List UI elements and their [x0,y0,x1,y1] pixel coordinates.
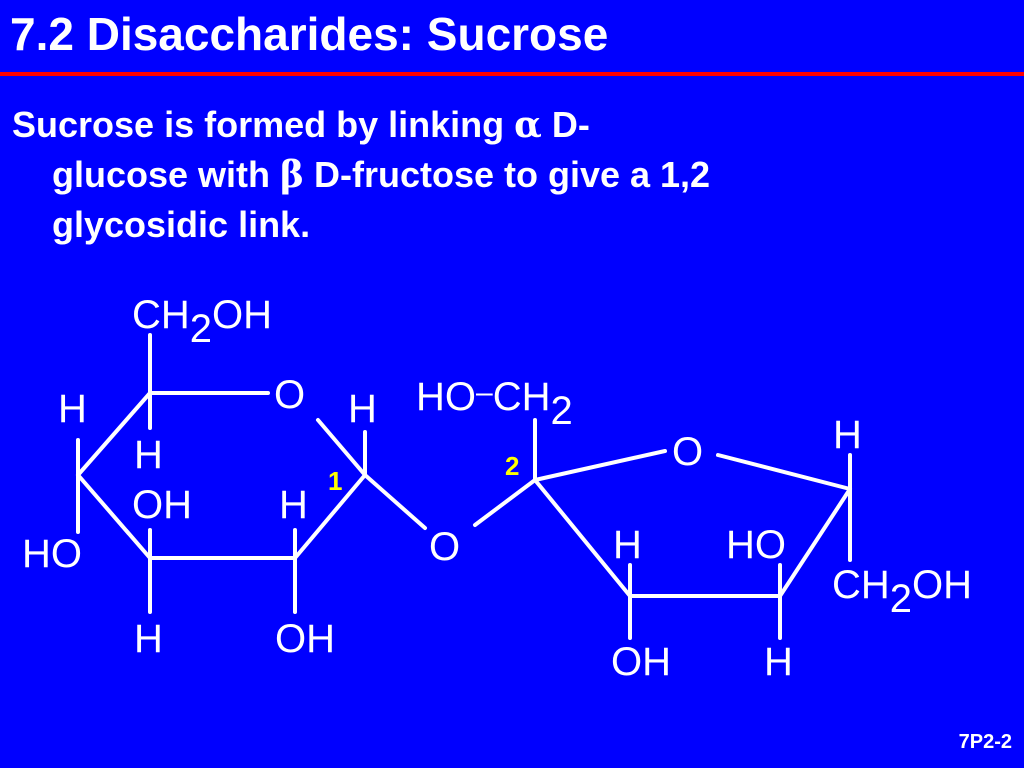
slide-number: 7P2-2 [958,731,1012,753]
glucose-ch2oh-label: CH2OH [132,293,272,351]
beta-symbol: β [280,154,304,196]
fructose-h-right: H [833,413,862,457]
description-line-3: glycosidic link. [12,200,1002,250]
glucose-ho-c4: HO [22,532,82,576]
fructose-ho-ch2-label: HO–CH2 [416,375,573,433]
bonds [76,333,852,640]
text-segment-3: glucose with [52,154,271,195]
glycosidic-oxygen: O [429,525,460,569]
description-line-2: glucose with β D-fructose to give a 1,2 [12,150,1002,200]
bond-bridge-o-c2f [473,478,537,527]
glucose-h-top-left: H [58,387,87,431]
bond-o-c5f [716,453,852,491]
glucose-h-c5: H [134,433,163,477]
bond-c3-c4 [76,473,152,560]
glucose-h-c2-top: H [279,483,308,527]
glucose-h-c3-bottom: H [134,617,163,661]
description-text: Sucrose is formed by linking α D- glucos… [12,100,1002,250]
glucose-oh-c3: OH [132,483,192,527]
text-segment-4: D-fructose to give a 1,2 [313,154,711,195]
text-segment-2: D- [551,104,590,145]
fructose-oh-c3-bottom: OH [611,640,671,684]
fructose-h-c4-bottom: H [764,640,793,684]
slide-title: 7.2 Disaccharides: Sucrose [10,8,609,60]
bond-c4-c5 [76,391,152,477]
text-segment-5: glycosidic link. [52,204,311,245]
fructose-ch2oh-label: CH2OH [832,563,972,621]
bond-c2f-o [533,449,667,482]
fructose-ring-oxygen: O [672,430,703,474]
fructose-ho-c4-top: HO [726,523,786,567]
carbon-1-number: 1 [328,466,342,496]
bond-c1-bridge-o [363,473,427,530]
glucose-oh-c2-bottom: OH [275,617,335,661]
title-underline [0,72,1024,76]
fructose-h-c3-top: H [613,523,642,567]
alpha-symbol: α [514,104,542,146]
bond-c5f-c4f [778,487,852,598]
glucose-ring-oxygen: O [274,373,305,417]
glucose-h-c1: H [348,387,377,431]
bond-c1-c2 [293,473,367,560]
text-segment-1: Sucrose is formed by linking [12,104,505,145]
description-line-1: Sucrose is formed by linking α D- [12,100,1002,150]
bond-c3f-c2f [533,478,632,598]
carbon-2-number: 2 [505,451,519,481]
bond-o-c1 [316,418,367,477]
